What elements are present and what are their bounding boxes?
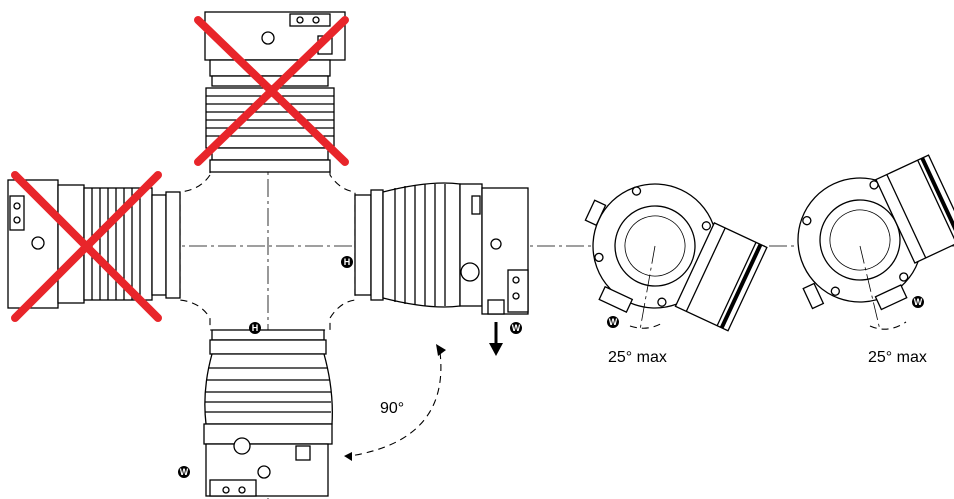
svg-text:H: H — [252, 323, 259, 333]
bellows-bottom — [205, 354, 332, 424]
svg-text:W: W — [609, 317, 618, 327]
pump-top-orientation — [198, 12, 345, 172]
marker-w-bottom-pump: W — [178, 466, 190, 478]
marker-h-bottom: H — [249, 322, 261, 334]
pump-tilted-view-1 — [558, 159, 774, 355]
pump-tilted-view-2 — [769, 142, 954, 335]
marker-w-tilted-1: W — [607, 316, 619, 328]
svg-text:W: W — [180, 467, 189, 477]
pump-left-orientation — [8, 175, 180, 318]
svg-text:W: W — [914, 297, 923, 307]
bellows-right — [383, 183, 460, 307]
svg-text:H: H — [344, 257, 351, 267]
rotation-angle-label: 90° — [380, 400, 404, 417]
vent-direction-arrow — [489, 322, 503, 356]
pump-bottom-orientation — [204, 330, 332, 496]
pump-right-orientation — [355, 183, 528, 314]
marker-w-tilted-2: W — [912, 296, 924, 308]
svg-text:W: W — [512, 323, 521, 333]
marker-h-right: H — [341, 256, 353, 268]
tilt-limit-label-1: 25° max — [608, 349, 667, 366]
marker-w-right-pump: W — [510, 322, 522, 334]
tilt-limit-label-2: 25° max — [868, 349, 927, 366]
